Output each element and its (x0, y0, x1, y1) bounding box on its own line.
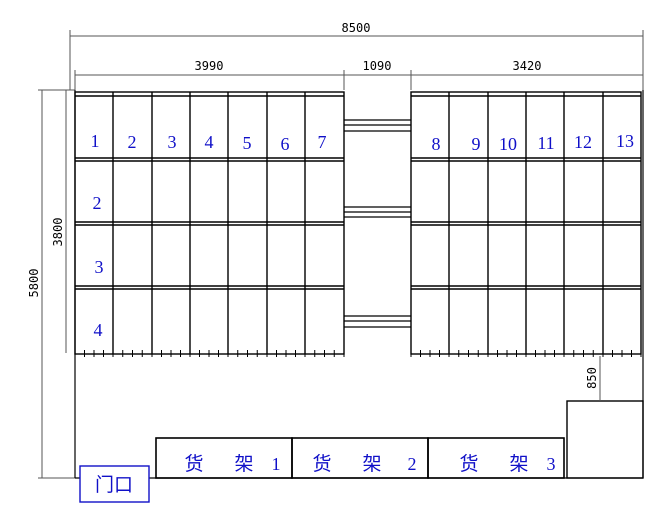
shelf-number: 1 (272, 454, 281, 474)
dim-label-rack-depth: 3800 (51, 218, 65, 247)
shelf-name-second: 架 (362, 453, 381, 475)
dim-label-right-rack: 3420 (513, 59, 542, 73)
dim-label-left-rack: 3990 (195, 59, 224, 73)
shelf-name-second: 架 (234, 453, 253, 475)
shelf-name: 货 (184, 453, 203, 475)
door-label: 门口 (95, 474, 133, 496)
dimension-total-width (69, 30, 644, 90)
right-rack (410, 91, 642, 355)
column-label: 5 (243, 133, 252, 153)
column-label: 8 (432, 134, 441, 154)
shelf-1: 货 架 1 (184, 453, 280, 475)
dimension-sections (74, 70, 643, 90)
column-label: 10 (499, 134, 517, 154)
shelf-2: 货 架 2 (312, 453, 416, 475)
shelf-name: 货 (459, 453, 478, 475)
row-label: 3 (95, 257, 104, 277)
column-label: 3 (168, 132, 177, 152)
room-walls (74, 90, 644, 479)
column-label: 1 (91, 131, 100, 151)
column-labels: 1 2 3 4 5 6 7 8 9 10 11 12 13 (91, 131, 635, 154)
row-labels: 2 3 4 (93, 193, 104, 340)
dim-label-box-height: 850 (585, 367, 599, 389)
shelves (155, 437, 565, 479)
dim-label-total-width: 8500 (342, 21, 371, 35)
corner-box (566, 400, 644, 479)
shelf-number: 2 (408, 454, 417, 474)
row-label: 2 (93, 193, 102, 213)
column-label: 2 (128, 132, 137, 152)
dimension-total-depth (38, 89, 75, 479)
column-label: 4 (205, 132, 214, 152)
shelf-name: 货 (312, 453, 331, 475)
column-label: 9 (472, 134, 481, 154)
rack-feet (74, 350, 642, 357)
column-label: 12 (574, 132, 592, 152)
column-label: 7 (318, 132, 327, 152)
column-label: 11 (537, 133, 554, 153)
shelf-name-second: 架 (509, 453, 528, 475)
dim-label-total-depth: 5800 (27, 269, 41, 298)
shelf-number: 3 (547, 454, 556, 474)
column-label: 6 (281, 134, 290, 154)
aisle-bridges (344, 119, 411, 328)
column-label: 13 (616, 131, 634, 151)
shelf-3: 货 架 3 (459, 453, 555, 475)
door: 门口 (79, 465, 150, 503)
dim-label-aisle: 1090 (363, 59, 392, 73)
left-rack (74, 91, 345, 355)
row-label: 4 (94, 320, 103, 340)
